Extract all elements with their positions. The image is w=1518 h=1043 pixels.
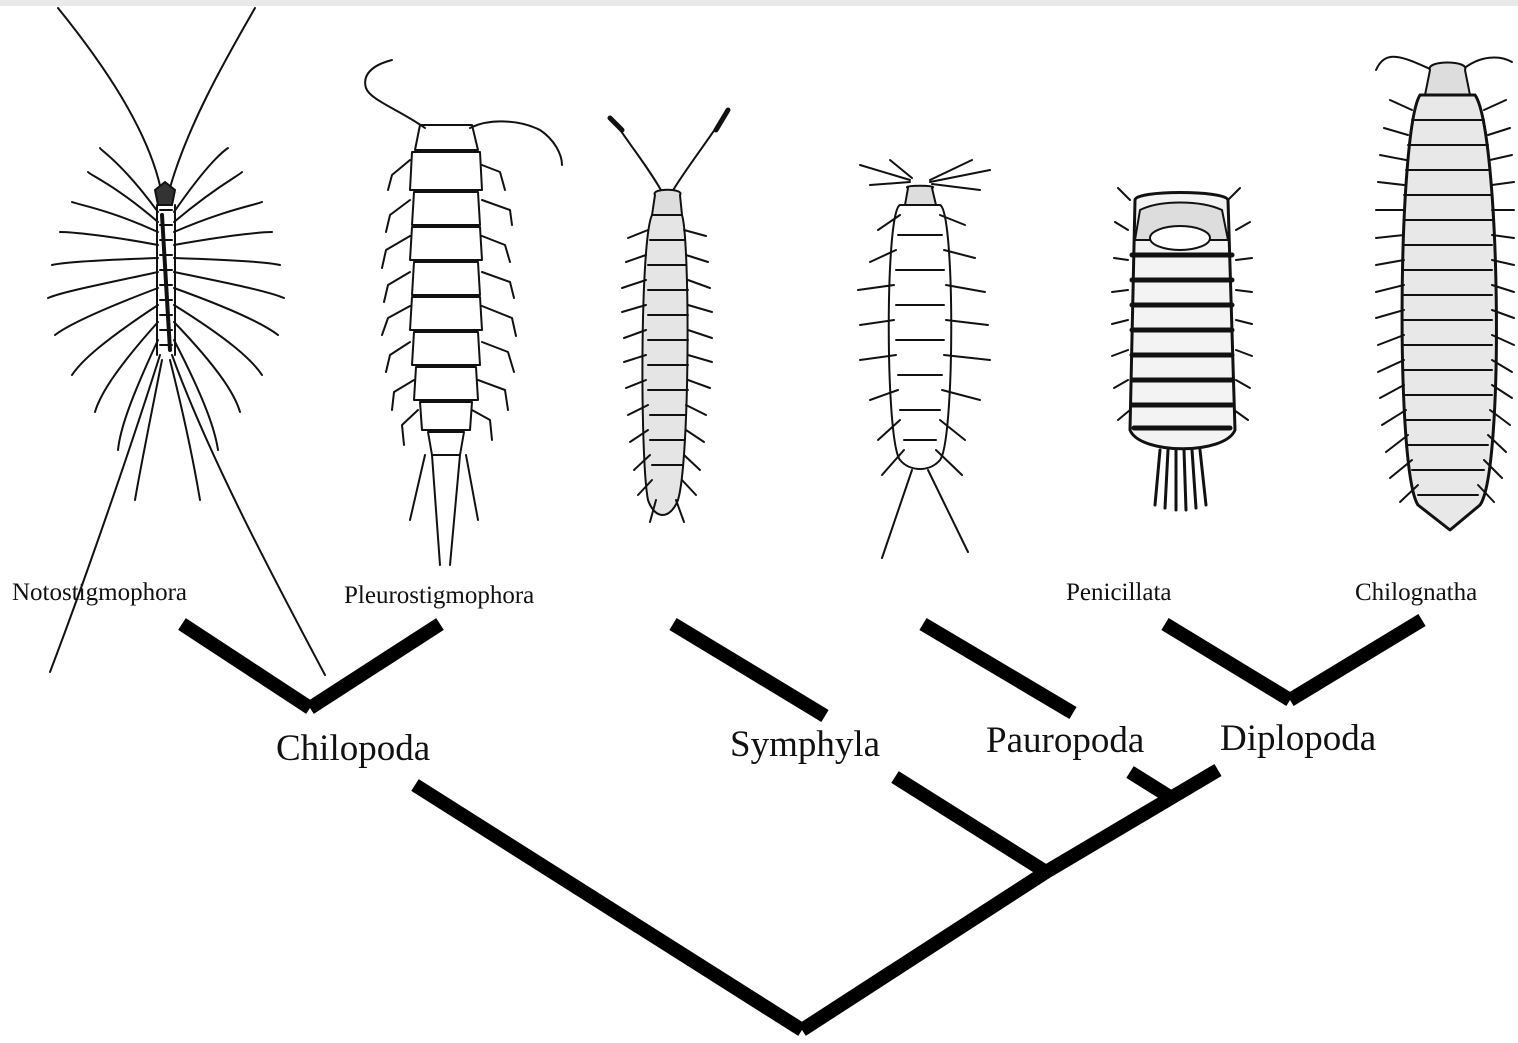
clade-label-symphyla: Symphyla [730,726,880,763]
branch-penicillata [1165,624,1290,700]
notostigmophora-illustration [48,8,325,675]
chilognatha-illustration [1376,57,1514,530]
branch-symphyla-terminal [673,624,825,716]
branch-notostigmophora [182,624,310,708]
branch-progoneata-right [1046,770,1218,872]
branch-pleurostigmophora [310,624,440,708]
taxon-label-chilognatha: Chilognatha [1355,580,1477,605]
branch-chilognatha [1290,620,1422,700]
clade-label-pauropoda: Pauropoda [986,722,1144,759]
branch-pauropoda-terminal [923,624,1073,713]
branch-root-right [802,872,1046,1030]
taxon-label-penicillata: Penicillata [1066,580,1172,605]
pauropoda-illustration [858,160,990,558]
taxon-label-pleurostigmophora: Pleurostigmophora [344,583,534,608]
branch-pauropoda [1130,772,1170,797]
tree-branches [182,620,1422,1030]
branch-symphyla [895,777,1046,872]
symphyla-illustration [610,110,728,522]
branch-root-left [415,785,802,1030]
clade-label-diplopoda: Diplopoda [1220,720,1376,757]
pleurostigmophora-illustration [365,60,562,565]
taxon-label-notostigmophora: Notostigmophora [12,580,187,605]
clade-label-chilopoda: Chilopoda [276,730,430,767]
penicillata-illustration [1112,188,1252,510]
